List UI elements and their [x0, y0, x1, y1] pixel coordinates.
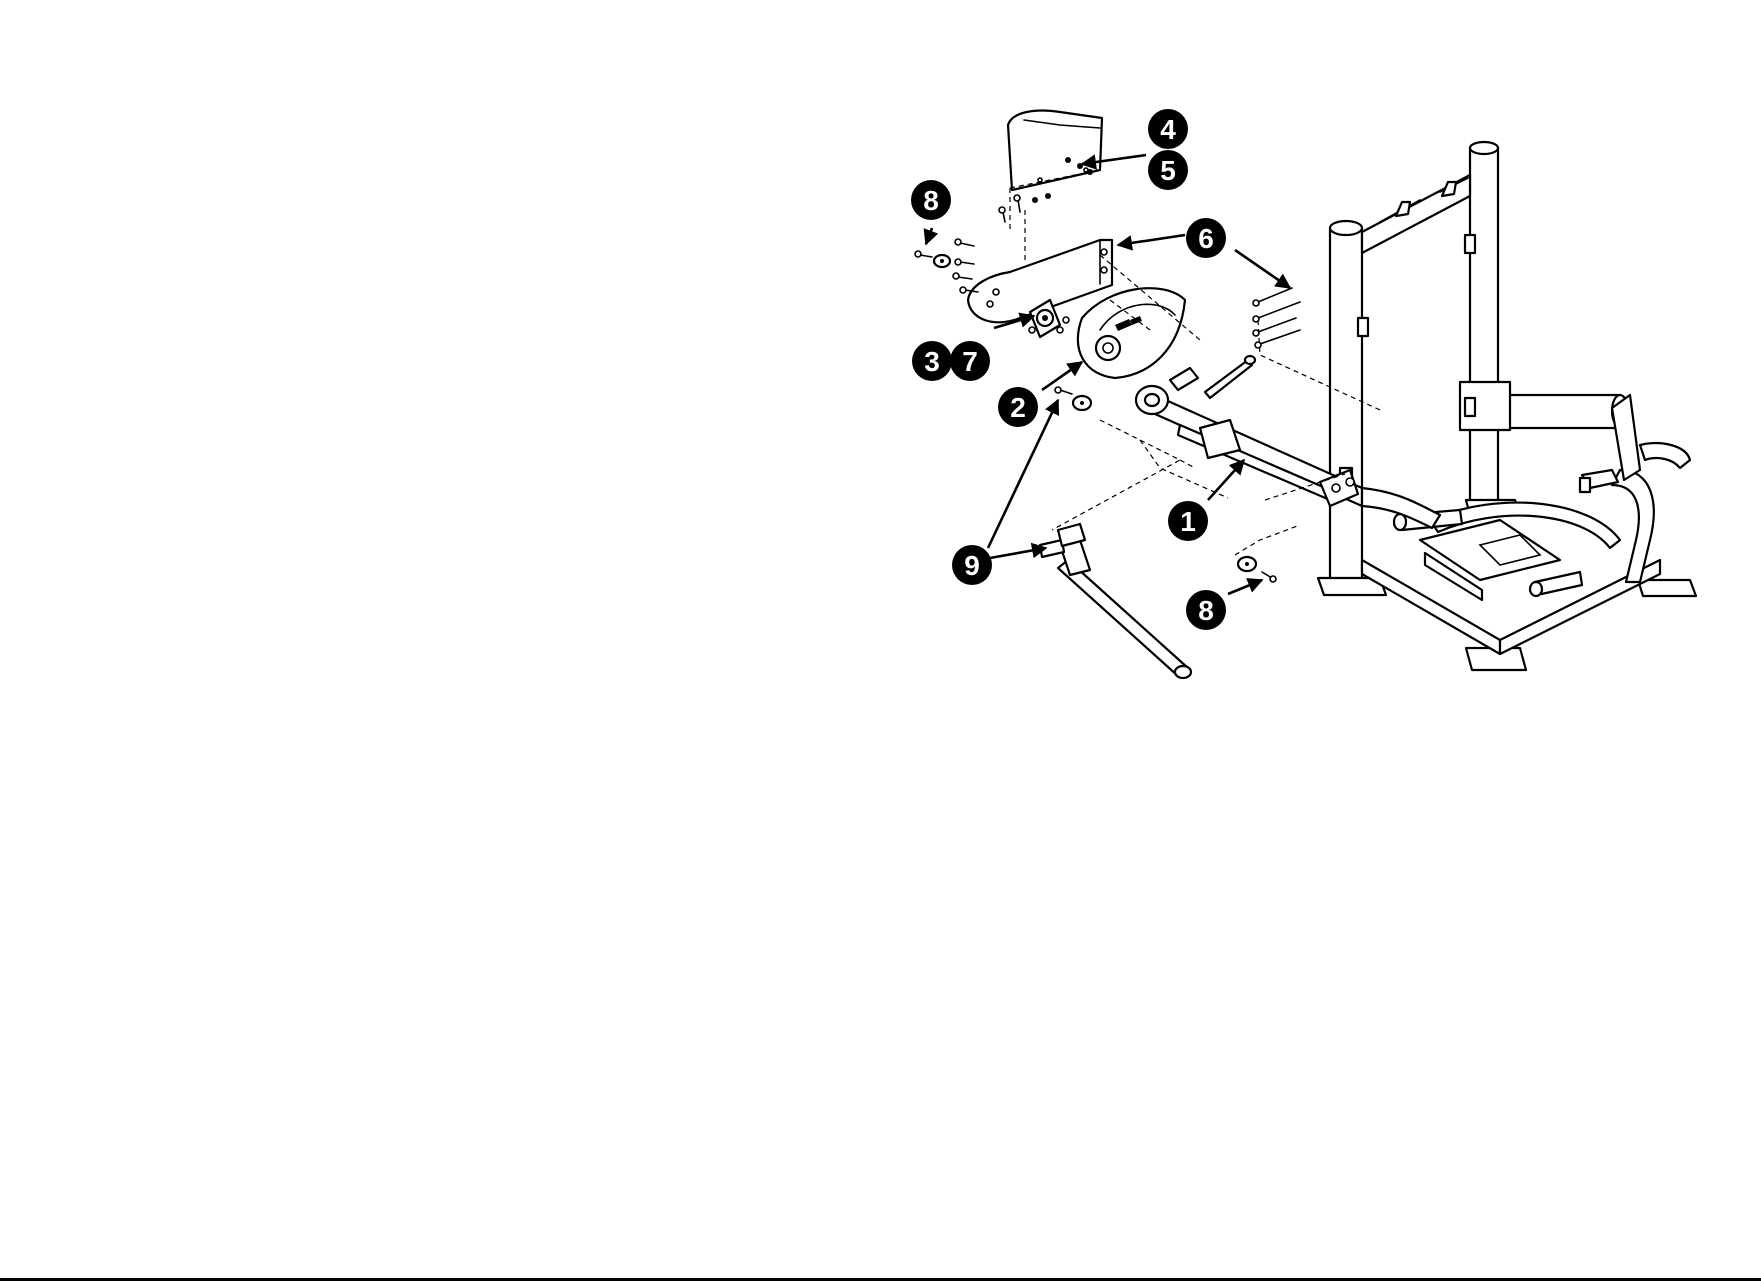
svg-text:6: 6 — [1198, 223, 1214, 254]
callout-6: 6 — [1186, 218, 1226, 258]
callout-1: 1 — [1168, 501, 1208, 541]
callout-8-bottom: 8 — [1186, 590, 1226, 630]
callout-2: 2 — [998, 387, 1038, 427]
svg-text:2: 2 — [1010, 392, 1026, 423]
svg-text:1: 1 — [1180, 506, 1196, 537]
svg-text:3: 3 — [924, 346, 940, 377]
shield-cover-part-4-5 — [1008, 111, 1102, 190]
fasteners-part-6 — [1253, 288, 1300, 348]
svg-text:7: 7 — [962, 346, 978, 377]
callout-7: 7 — [950, 341, 990, 381]
svg-text:8: 8 — [923, 185, 939, 216]
frame-assembly — [1318, 142, 1696, 670]
svg-text:5: 5 — [1160, 155, 1176, 186]
bar-part-9 — [1040, 524, 1191, 678]
callout-3: 3 — [912, 341, 952, 381]
callout-4: 4 — [1148, 109, 1188, 149]
cam-plate-part-2 — [1078, 288, 1185, 378]
callout-8-top: 8 — [911, 180, 951, 220]
callout-9: 9 — [952, 545, 992, 585]
svg-text:4: 4 — [1160, 114, 1176, 145]
svg-text:8: 8 — [1198, 595, 1214, 626]
callout-5: 5 — [1148, 150, 1188, 190]
svg-text:9: 9 — [964, 550, 980, 581]
